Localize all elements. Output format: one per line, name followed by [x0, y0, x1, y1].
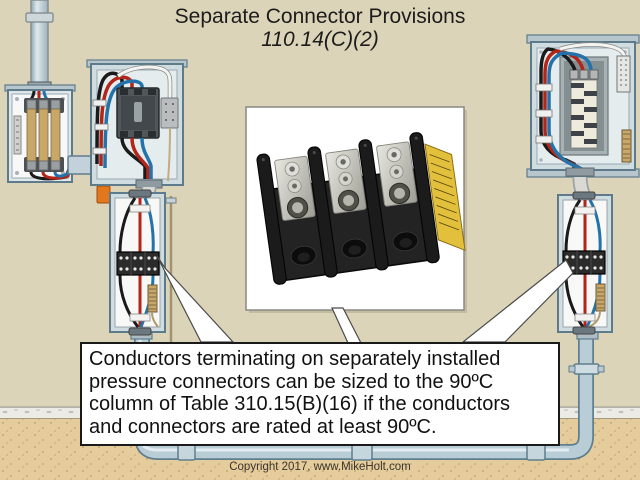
wire-bores-bottom [290, 231, 419, 266]
left-wireway-illustration [109, 189, 166, 336]
conduit-strap [568, 363, 605, 375]
callout-text-box: Conductors terminating on separately ins… [80, 342, 560, 446]
aluminum-lugs [274, 141, 418, 221]
left-distribution-block [116, 251, 160, 276]
copyright-text: Copyright 2017, www.MikeHolt.com [229, 461, 411, 473]
bonding-strip [587, 283, 606, 328]
divider-fins [256, 132, 440, 285]
terminal-strip [13, 115, 22, 155]
cartridge-fuses [24, 98, 64, 172]
bonding-strip [147, 284, 159, 328]
mast-clamp [25, 12, 54, 23]
callout-line-4: and connectors are rated at least 90ºC. [89, 415, 437, 438]
panel-interior [559, 56, 609, 156]
circuit-breaker [116, 87, 160, 139]
callout-line-2: pressure connectors can be sized to the … [89, 370, 494, 393]
right-panelboard-illustration [526, 34, 640, 178]
yellow-spec-label [424, 143, 466, 252]
meter-disconnect-illustration [4, 84, 76, 183]
service-disconnect-illustration [86, 59, 188, 189]
neutral-block [160, 97, 179, 129]
neutral-bar [616, 55, 631, 93]
power-distribution-block-photo [256, 132, 466, 285]
ground-bar [621, 129, 632, 163]
callout-line-1: Conductors terminating on separately ins… [89, 348, 501, 370]
callout-line-3: column of Table 310.15(B)(16) if the con… [89, 393, 510, 415]
callout-leaders [156, 255, 574, 344]
